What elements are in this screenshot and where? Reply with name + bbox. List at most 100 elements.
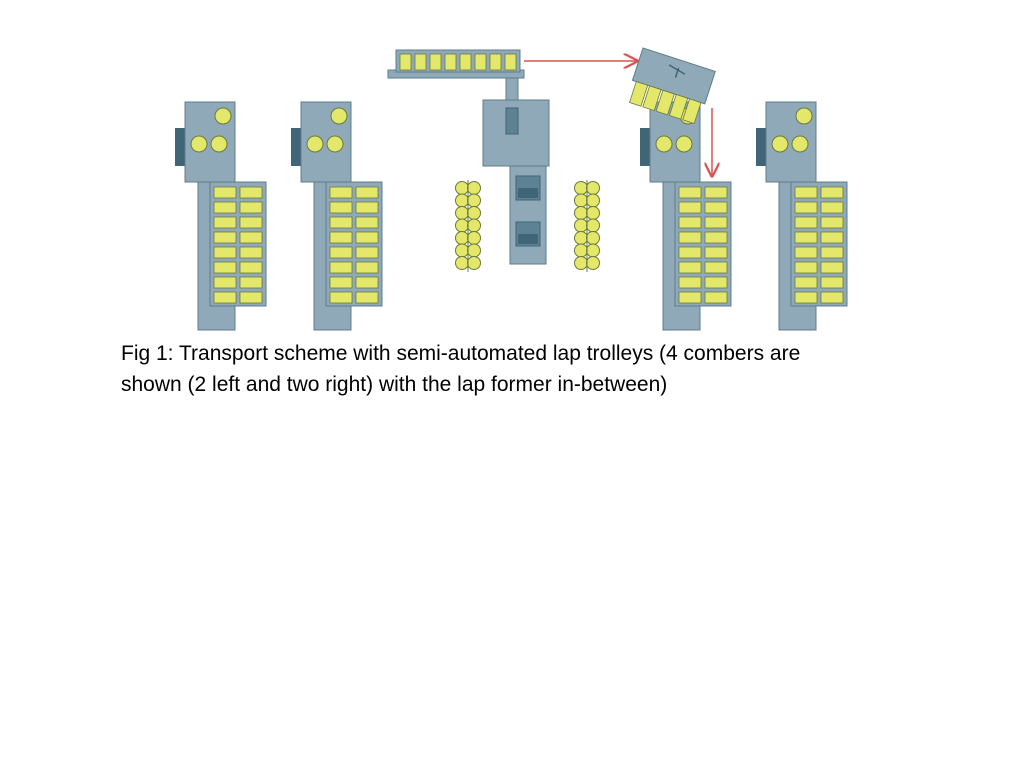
sliver-column-left	[455, 180, 481, 272]
lap	[355, 276, 379, 289]
lap	[429, 53, 442, 71]
lap	[682, 98, 702, 125]
sliver-can	[586, 256, 600, 270]
sliver-can	[455, 218, 469, 233]
lap	[820, 261, 844, 274]
lap	[239, 216, 263, 229]
sliver-can	[574, 218, 588, 233]
lap	[704, 201, 728, 214]
lap	[459, 53, 472, 71]
lap	[794, 201, 818, 214]
lap	[213, 246, 237, 259]
lap	[239, 261, 263, 274]
lap	[239, 246, 263, 259]
sliver-can	[586, 206, 600, 220]
comber-side-block	[640, 128, 652, 166]
lap-roll	[190, 135, 208, 153]
lap	[239, 291, 263, 304]
lap	[794, 186, 818, 199]
lap	[489, 53, 502, 71]
sliver-can	[574, 243, 588, 258]
lap-roll	[326, 135, 344, 153]
sliver-can	[467, 256, 481, 270]
overhead-trolley-laps	[399, 53, 517, 71]
lap	[820, 231, 844, 244]
lap	[355, 246, 379, 259]
lap	[399, 53, 412, 71]
lap	[704, 231, 728, 244]
lap	[329, 231, 353, 244]
lap	[704, 291, 728, 304]
comber-2	[291, 101, 383, 331]
lap	[239, 201, 263, 214]
lap	[794, 231, 818, 244]
sliver-can	[455, 231, 469, 245]
caption-line-1: Fig 1: Transport scheme with semi-automa…	[121, 342, 801, 365]
lap-roll	[306, 135, 324, 153]
sliver-can	[455, 206, 469, 220]
lap	[820, 216, 844, 229]
lap	[414, 53, 427, 71]
lap	[678, 246, 702, 259]
lap-roll	[330, 107, 348, 125]
sliver-can	[586, 181, 600, 195]
figure-caption: Fig 1: Transport scheme with semi-automa…	[121, 338, 921, 400]
lap	[820, 276, 844, 289]
lap	[678, 231, 702, 244]
caption-line-2: shown (2 left and two right) with the la…	[121, 373, 668, 396]
sliver-can	[574, 206, 588, 220]
lap-roll	[795, 107, 813, 125]
lap	[655, 89, 675, 116]
lap	[213, 291, 237, 304]
sliver-can	[574, 181, 588, 195]
lap-roll	[210, 135, 228, 153]
lap	[355, 201, 379, 214]
sliver-can	[574, 193, 588, 208]
lap	[642, 85, 662, 112]
sliver-can	[467, 181, 481, 195]
sliver-can	[455, 243, 469, 258]
lap	[668, 94, 689, 120]
sliver-can	[586, 243, 600, 258]
sliver-column-right	[574, 180, 600, 272]
sliver-can	[574, 231, 588, 245]
lap-roll	[655, 135, 673, 153]
lap	[329, 246, 353, 259]
sliver-can	[467, 193, 481, 208]
lap	[794, 246, 818, 259]
lap	[678, 276, 702, 289]
lap	[504, 53, 517, 71]
lap	[444, 53, 457, 71]
lap	[474, 53, 487, 71]
sliver-can	[586, 193, 600, 208]
lap	[213, 201, 237, 214]
lap	[355, 231, 379, 244]
lap	[678, 216, 702, 229]
sliver-can	[467, 206, 481, 220]
sliver-can	[586, 218, 600, 233]
lap	[355, 291, 379, 304]
lap	[678, 201, 702, 214]
lap	[329, 291, 353, 304]
sliver-can	[467, 218, 481, 233]
lap-trolley-in-transit	[628, 47, 716, 125]
lap	[329, 201, 353, 214]
transport-scheme-diagram	[175, 47, 848, 331]
comber-side-block	[756, 128, 768, 166]
lap	[213, 261, 237, 274]
comber-4	[756, 101, 848, 331]
sliver-can	[467, 243, 481, 258]
lap	[628, 81, 649, 107]
lap	[820, 246, 844, 259]
lap	[678, 291, 702, 304]
comber-1	[175, 101, 267, 331]
lap	[329, 216, 353, 229]
lap	[678, 186, 702, 199]
lap-roll	[791, 135, 809, 153]
sliver-can	[586, 231, 600, 245]
sliver-can	[455, 181, 469, 195]
lap	[213, 216, 237, 229]
lap	[329, 186, 353, 199]
lap	[213, 231, 237, 244]
lap	[704, 186, 728, 199]
